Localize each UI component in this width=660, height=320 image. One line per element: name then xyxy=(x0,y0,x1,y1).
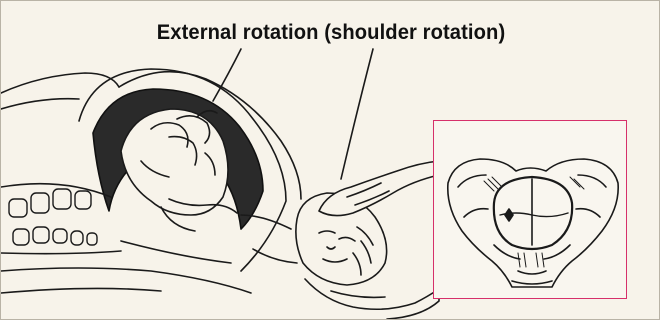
spine xyxy=(9,189,97,245)
upper-hand xyxy=(319,161,439,216)
lower-hand xyxy=(305,279,439,319)
pelvic-outlet-view-icon xyxy=(434,121,628,300)
figure-title: External rotation (shoulder rotation) xyxy=(14,21,648,45)
leader-line-right xyxy=(341,49,373,179)
pelvic-outlet-inset xyxy=(433,120,627,299)
maternal-back-outline xyxy=(1,73,119,93)
fontanelle-mark xyxy=(505,209,513,221)
